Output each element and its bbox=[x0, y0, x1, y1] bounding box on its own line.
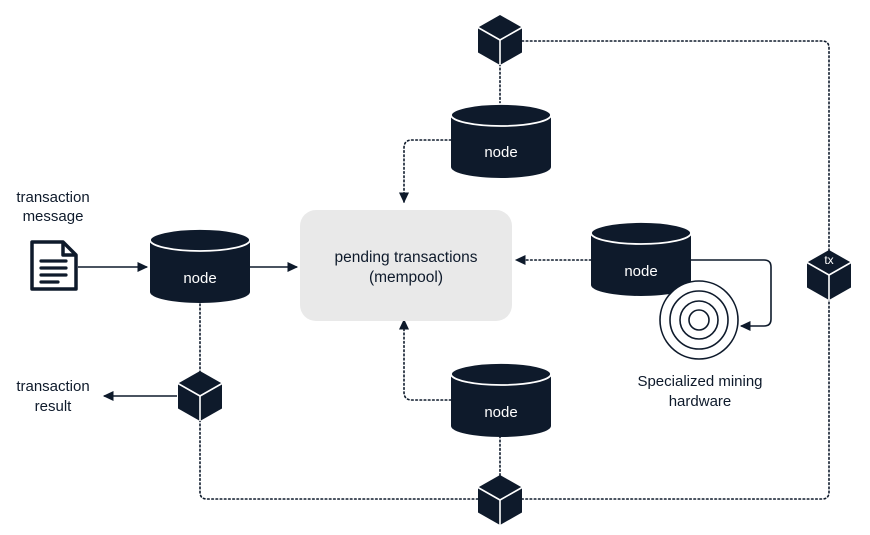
mining-hardware-label-line1: Specialized mining bbox=[637, 373, 762, 390]
transaction-result-label-line1: transaction bbox=[16, 378, 89, 395]
node-left: node bbox=[149, 228, 251, 303]
mempool-label-line1: pending transactions bbox=[334, 249, 477, 266]
node-left-label: node bbox=[183, 270, 216, 287]
node-top-label: node bbox=[484, 144, 517, 161]
node-right-label: node bbox=[624, 263, 657, 280]
cube-icon-bottom bbox=[477, 475, 523, 525]
arrow-bottom-node-to-pending bbox=[398, 318, 452, 401]
node-bottom-label: node bbox=[484, 404, 517, 421]
cube-icon-tx: tx bbox=[806, 250, 852, 300]
arrow-right-node-to-mining bbox=[690, 259, 772, 332]
mempool-label-line2: (mempool) bbox=[369, 269, 443, 286]
node-right: node bbox=[590, 221, 692, 296]
transaction-message-label-line1: transaction bbox=[16, 189, 89, 206]
concentric-rings-icon bbox=[659, 280, 739, 360]
connector-bottom-cube-to-result-cube bbox=[199, 419, 479, 500]
connectors bbox=[78, 40, 830, 500]
connector-top-cube-to-tx bbox=[521, 40, 830, 255]
transaction-result-label-line2: result bbox=[35, 398, 73, 415]
cube-icon-result bbox=[177, 371, 223, 421]
arrow-top-node-to-pending bbox=[398, 139, 452, 204]
cube-icon-top bbox=[477, 15, 523, 65]
connector-tx-to-bottom-cube bbox=[521, 297, 830, 500]
transaction-message-label-line2: message bbox=[23, 208, 84, 225]
mempool-box: pending transactions (mempool) bbox=[300, 210, 512, 321]
node-top: node bbox=[450, 103, 552, 178]
tx-label: tx bbox=[824, 253, 833, 267]
document-icon bbox=[30, 240, 78, 291]
node-bottom: node bbox=[450, 362, 552, 437]
mining-hardware-label-line2: hardware bbox=[669, 393, 732, 410]
